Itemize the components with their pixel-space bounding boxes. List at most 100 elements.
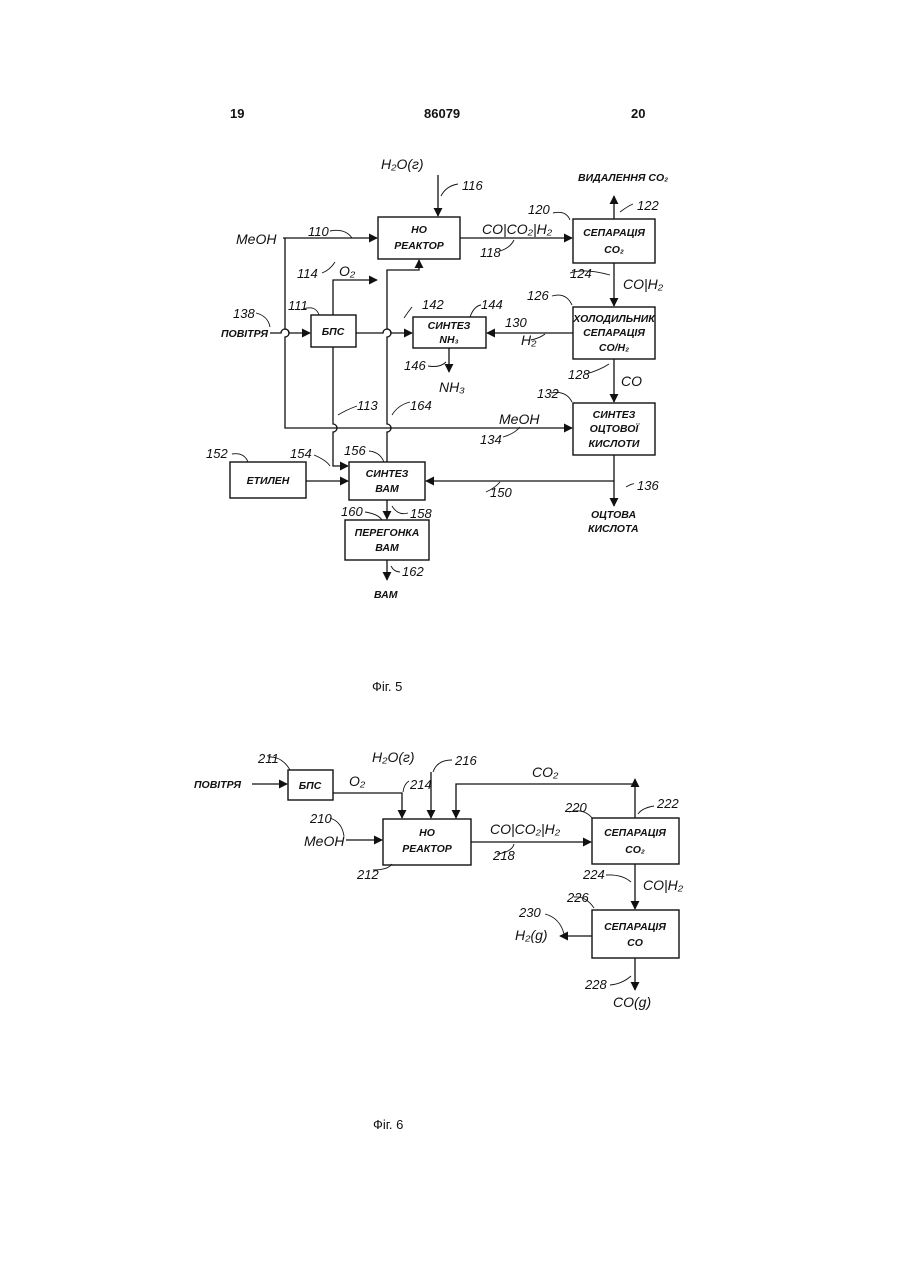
ref-222: 222 <box>656 796 679 811</box>
ref-216: 216 <box>454 753 477 768</box>
block-bps: БПС <box>288 770 333 800</box>
ref-164: 164 <box>410 398 432 413</box>
block-co-separation: СЕПАРАЦІЯ CO <box>592 910 679 958</box>
block-label: РЕАКТОР <box>402 843 453 855</box>
block-vam-synthesis: СИНТЕЗ ВАМ <box>349 462 425 500</box>
ref-162: 162 <box>402 564 424 579</box>
ref-134: 134 <box>480 432 502 447</box>
label-o2: O₂ <box>339 263 356 279</box>
ref-156: 156 <box>344 443 366 458</box>
ref-144: 144 <box>481 297 503 312</box>
block-label: БПС <box>322 326 345 338</box>
ref-116: 116 <box>462 178 483 193</box>
block-label: СЕПАРАЦІЯ <box>604 827 666 839</box>
block-label: CO/H₂ <box>599 342 629 354</box>
ref-230: 230 <box>518 905 541 920</box>
ref-110: 110 <box>308 224 329 239</box>
label-o2: O₂ <box>349 773 366 789</box>
ref-154: 154 <box>290 446 312 461</box>
block-label: CO <box>627 937 643 949</box>
label-stream-224: CO|H₂ <box>643 877 684 893</box>
ref-224: 224 <box>582 867 605 882</box>
ref-220: 220 <box>564 800 587 815</box>
label-air: ПОВІТРЯ <box>194 779 241 791</box>
block-label: ХОЛОДИЛЬНИК <box>572 313 656 325</box>
ref-214: 214 <box>409 777 432 792</box>
label-h2: H₂ <box>521 332 537 348</box>
figure-5: НО РЕАКТОР СЕПАРАЦІЯ CO₂ ХОЛОДИЛЬНИК СЕП… <box>206 156 668 694</box>
block-label: CO₂ <box>625 844 645 856</box>
ref-218: 218 <box>492 848 515 863</box>
ref-146: 146 <box>404 358 426 373</box>
ref-212: 212 <box>356 867 379 882</box>
figure-6-caption: Фіг. 6 <box>373 1117 403 1132</box>
figure-5-caption: Фіг. 5 <box>372 679 402 694</box>
label-vam-out: ВАМ <box>374 589 398 601</box>
block-label: СИНТЕЗ <box>366 468 409 480</box>
block-ho-reactor: НО РЕАКТОР <box>378 217 460 259</box>
ref-124: 124 <box>570 266 592 281</box>
block-co2-separation: СЕПАРАЦІЯ CO₂ <box>592 818 679 864</box>
block-label: КИСЛОТИ <box>589 438 640 450</box>
label-water: H₂O(г) <box>381 156 424 172</box>
figure-6: БПС НО РЕАКТОР СЕПАРАЦІЯ CO₂ СЕПАРАЦІЯ C… <box>194 749 684 1132</box>
ref-120: 120 <box>528 202 550 217</box>
label-nh3-out: NH₃ <box>439 379 465 395</box>
block-cooler-separation: ХОЛОДИЛЬНИК СЕПАРАЦІЯ CO/H₂ <box>572 307 656 359</box>
ref-122: 122 <box>637 198 659 213</box>
block-vam-distillation: ПЕРЕГОНКА ВАМ <box>345 520 429 560</box>
block-label: БПС <box>299 780 322 792</box>
ref-128: 128 <box>568 367 590 382</box>
block-label: НО <box>419 827 435 839</box>
label-co2-recycle: CO₂ <box>532 764 559 780</box>
block-label: СИНТЕЗ <box>593 409 636 421</box>
label-co-out: CO(g) <box>613 994 651 1010</box>
ref-150: 150 <box>490 485 512 500</box>
ref-142: 142 <box>422 297 444 312</box>
label-stream-124: CO|H₂ <box>623 276 664 292</box>
ref-114: 114 <box>297 266 318 281</box>
label-stream-218: CO|CO₂|H₂ <box>490 821 561 837</box>
ref-138: 138 <box>233 306 255 321</box>
label-meoh: MeOH <box>236 231 277 247</box>
label-air: ПОВІТРЯ <box>221 328 268 340</box>
block-label: ВАМ <box>375 542 399 554</box>
label-acetic-acid-out: КИСЛОТА <box>588 523 639 535</box>
ref-130: 130 <box>505 315 527 330</box>
block-label: ЕТИЛЕН <box>247 475 290 487</box>
block-label: РЕАКТОР <box>394 240 445 252</box>
block-label: СИНТЕЗ <box>428 320 471 332</box>
block-ho-reactor: НО РЕАКТОР <box>383 819 471 865</box>
block-label: СЕПАРАЦІЯ <box>583 227 645 239</box>
ref-210: 210 <box>309 811 332 826</box>
ref-226: 226 <box>566 890 589 905</box>
label-co: CO <box>621 373 642 389</box>
ref-211: 211 <box>257 751 279 766</box>
label-water: H₂O(г) <box>372 749 415 765</box>
label-h2-out: H₂(g) <box>515 927 548 943</box>
ref-118: 118 <box>480 245 501 260</box>
ref-228: 228 <box>584 977 607 992</box>
label-acetic-acid-out: ОЦТОВА <box>591 509 636 521</box>
block-label: CO₂ <box>604 244 624 256</box>
label-co2-removal: ВИДАЛЕННЯ CO₂ <box>578 172 668 184</box>
label-meoh-134: MeOH <box>499 411 540 427</box>
block-acetic-synthesis: СИНТЕЗ ОЦТОВОЇ КИСЛОТИ <box>573 403 655 455</box>
block-label: NH₃ <box>439 334 458 346</box>
ref-158: 158 <box>410 506 432 521</box>
ref-111: 111 <box>288 298 308 313</box>
block-label: ПЕРЕГОНКА <box>355 527 420 539</box>
block-label: ВАМ <box>375 483 399 495</box>
ref-132: 132 <box>537 386 559 401</box>
ref-126: 126 <box>527 288 549 303</box>
block-ethylene: ЕТИЛЕН <box>230 462 306 498</box>
block-label: ОЦТОВОЇ <box>590 422 641 435</box>
ref-152: 152 <box>206 446 228 461</box>
label-meoh: MeOH <box>304 833 345 849</box>
block-label: СЕПАРАЦІЯ <box>583 327 645 339</box>
block-bps: БПС <box>311 315 356 347</box>
label-stream-118: CO|CO₂|H₂ <box>482 221 553 237</box>
block-label: СЕПАРАЦІЯ <box>604 921 666 933</box>
block-nh3-synthesis: СИНТЕЗ NH₃ <box>413 317 486 348</box>
